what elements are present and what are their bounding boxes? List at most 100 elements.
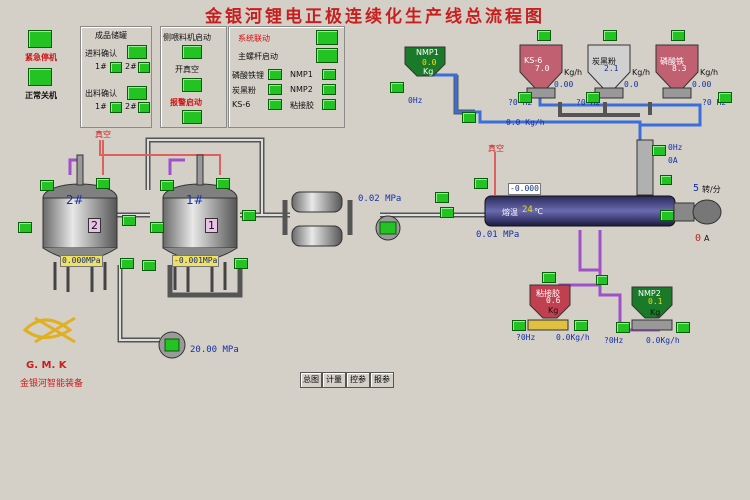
- item-ks6-toggle[interactable]: [268, 99, 282, 110]
- column-indicator[interactable]: [652, 145, 666, 156]
- nmp1-name: NMP1: [416, 48, 439, 57]
- hopper2-rate: 0.0: [624, 80, 639, 89]
- feed-tank1-label: 1#: [95, 62, 107, 71]
- extruder-temp-unit: ℃: [534, 207, 543, 216]
- hopper3-name: 磷酸铁: [660, 57, 684, 66]
- system-link-label: 系统联动: [238, 34, 270, 43]
- tank2-name: 2#: [66, 193, 84, 207]
- feed-confirm-button[interactable]: [127, 45, 147, 59]
- system-link-button[interactable]: [316, 30, 338, 45]
- tank2-side-indicator[interactable]: [18, 222, 32, 233]
- glue-motor[interactable]: [512, 320, 526, 331]
- item-lfp-toggle[interactable]: [268, 69, 282, 80]
- normal-stop-button[interactable]: [28, 68, 52, 86]
- tank2-valve-a[interactable]: [40, 180, 54, 191]
- glue-valve[interactable]: [574, 320, 588, 331]
- out-tank1-toggle[interactable]: [110, 102, 122, 113]
- open-vacuum-button[interactable]: [182, 78, 202, 92]
- item-glue-label: 粘接胶: [290, 101, 314, 110]
- item-nmp2-toggle[interactable]: [322, 84, 336, 95]
- vacuum-valve[interactable]: [474, 178, 488, 189]
- nav-control-params[interactable]: 控参: [346, 372, 370, 388]
- hopper2-motor[interactable]: [586, 92, 600, 103]
- purple-valve[interactable]: [596, 275, 608, 285]
- glue-kg: Kg: [548, 306, 559, 315]
- line-valve-b[interactable]: [440, 207, 454, 218]
- nmp2-valve[interactable]: [676, 322, 690, 333]
- extruder-indicator[interactable]: [660, 210, 674, 221]
- item-nmp2-label: NMP2: [290, 85, 313, 94]
- open-vacuum-label: 开真空: [175, 65, 199, 74]
- glue-hz: ?0Hz: [516, 333, 536, 342]
- hopper1-indicator[interactable]: [537, 30, 551, 41]
- page-title: 金银河锂电正极连续化生产线总流程图: [205, 7, 545, 27]
- estop-label: 紧急停机: [25, 53, 57, 62]
- tank2-pressure: 0.000MPa: [60, 255, 103, 267]
- line-valve-a[interactable]: [435, 192, 449, 203]
- glue-indicator[interactable]: [542, 272, 556, 283]
- nav-overview[interactable]: 总图: [300, 372, 322, 388]
- hopper1-rate: 0.00: [554, 80, 574, 89]
- tank1-valve-a[interactable]: [160, 180, 174, 191]
- out-confirm-button[interactable]: [127, 86, 147, 100]
- glue-rate: 0.0Kg/h: [556, 333, 590, 342]
- nav-metering[interactable]: 计量: [322, 372, 346, 388]
- glue-name: 粘接胶: [536, 289, 560, 298]
- extruder-temp-label: 熔温: [502, 208, 518, 217]
- out-tank2-toggle[interactable]: [138, 102, 150, 113]
- tank2-valve-b[interactable]: [96, 178, 110, 189]
- feed-tank2-toggle[interactable]: [138, 62, 150, 73]
- nmp1-rate: 0.0 Kg/h: [506, 118, 545, 127]
- logo-company: 金银河智能装备: [20, 379, 84, 389]
- column-valve[interactable]: [660, 175, 672, 185]
- tank1-bottom-valve[interactable]: [234, 258, 248, 269]
- tank1-valve-b[interactable]: [216, 178, 230, 189]
- feed-tank1-toggle[interactable]: [110, 62, 122, 73]
- estop-button[interactable]: [28, 30, 52, 48]
- out-confirm-label: 出料确认: [85, 89, 117, 98]
- normal-stop-label: 正常关机: [25, 91, 57, 100]
- nmp1-hz: 0Hz: [408, 96, 423, 105]
- tank2-bottom-valve[interactable]: [120, 258, 134, 269]
- item-carbon-toggle[interactable]: [268, 84, 282, 95]
- column-a: 0A: [668, 156, 678, 165]
- alarm-start-button[interactable]: [182, 110, 202, 124]
- hopper1-motor[interactable]: [518, 92, 532, 103]
- item-carbon-label: 炭黑粉: [232, 86, 256, 95]
- extruder-speed: 5: [693, 183, 700, 194]
- side-feeder-label: 侧喂料机启动: [163, 33, 211, 42]
- item-glue-toggle[interactable]: [322, 99, 336, 110]
- hopper3-indicator[interactable]: [671, 30, 685, 41]
- hopper3-rate: 0.00: [692, 80, 712, 89]
- out-tank1-label: 1#: [95, 102, 107, 111]
- item-lfp-label: 磷酸铁锂: [232, 71, 264, 80]
- hopper3-motor[interactable]: [718, 92, 732, 103]
- item-nmp1-toggle[interactable]: [322, 69, 336, 80]
- filter-units: [291, 191, 343, 247]
- nmp1-valve[interactable]: [462, 112, 476, 123]
- extruder-current: 0: [695, 233, 702, 244]
- item-nmp1-label: NMP1: [290, 70, 313, 79]
- hopper2-indicator[interactable]: [603, 30, 617, 41]
- hopper1-value: 7.0: [535, 64, 550, 73]
- nav-alarm-params[interactable]: 报参: [370, 372, 394, 388]
- tank-2: [42, 154, 118, 261]
- nmp2-motor[interactable]: [616, 322, 630, 333]
- line-pressure: 0.02 MPa: [358, 194, 402, 204]
- side-feeder-button[interactable]: [182, 45, 202, 59]
- feed-tank2-label: 2#: [125, 62, 137, 71]
- hopper2-unit: Kg/h: [632, 68, 651, 77]
- feed-confirm-label: 进料确认: [85, 49, 117, 58]
- tank1-name: 1#: [186, 193, 204, 207]
- transfer-valve[interactable]: [142, 260, 156, 271]
- main-screw-button[interactable]: [316, 48, 338, 63]
- tank2-out-valve[interactable]: [122, 215, 136, 226]
- nmp2-rate: 0.0Kg/h: [646, 336, 680, 345]
- nmp1-indicator[interactable]: [390, 82, 404, 93]
- tank-1: [162, 154, 238, 261]
- vacuum-label-right: 真空: [488, 144, 504, 153]
- tank1-side-indicator[interactable]: [150, 222, 164, 233]
- vacuum-pressure: -0.000: [508, 183, 541, 195]
- tank1-out-valve[interactable]: [242, 210, 256, 221]
- glue-value: 0.6: [546, 296, 561, 305]
